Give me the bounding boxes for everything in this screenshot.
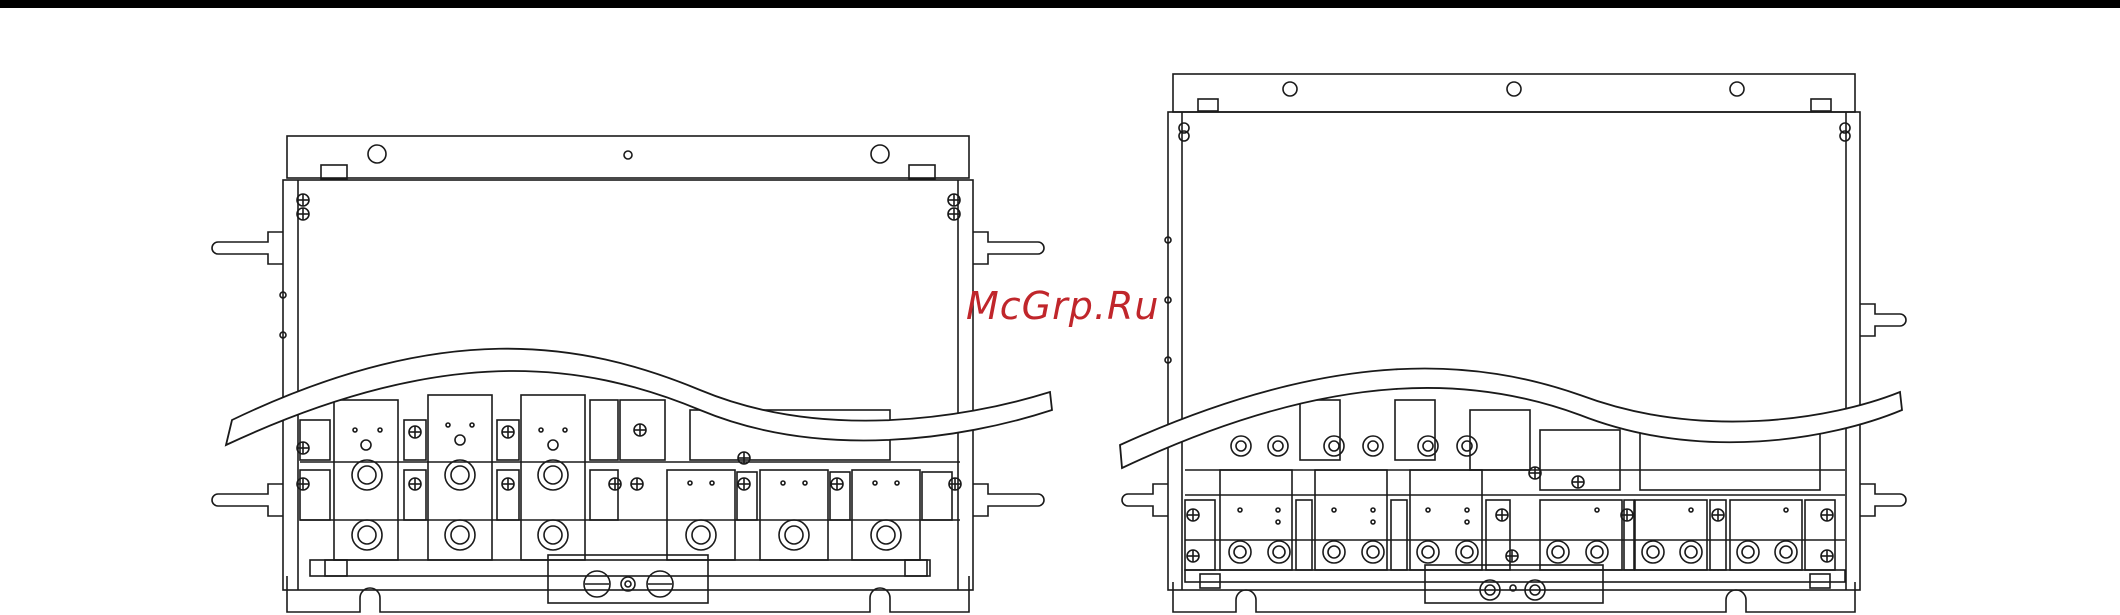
screw-symbol (738, 478, 750, 490)
terminal-bolt (445, 460, 475, 490)
terminal-bolt (1737, 541, 1759, 563)
terminal-bolt (1417, 541, 1439, 563)
terminal-bolt (1362, 541, 1384, 563)
screw-symbol (831, 478, 843, 490)
screw-symbol (1712, 509, 1724, 521)
terminal-bolt (1268, 541, 1290, 563)
terminal-bolt (1775, 541, 1797, 563)
left-bottom-knob (584, 571, 610, 597)
terminal-bolt (352, 460, 382, 490)
terminal-bolt (1268, 436, 1288, 456)
terminal-bolt (445, 520, 475, 550)
left-top-bolt (321, 165, 347, 179)
screw-symbol (631, 478, 643, 490)
terminal-bolt (1323, 541, 1345, 563)
right-handle-right-upper (1860, 304, 1906, 336)
screw-symbol (502, 478, 514, 490)
right-unit-view (1120, 74, 1906, 612)
right-mount-hole (1730, 82, 1744, 96)
screw-symbol (1506, 550, 1518, 562)
screw-symbol (1572, 476, 1584, 488)
screw-symbol (949, 478, 961, 490)
right-mount-hole (1507, 82, 1521, 96)
terminal-bolt (1547, 541, 1569, 563)
left-handle-right-lower (973, 484, 1044, 516)
screw-symbol (609, 478, 621, 490)
terminal-bolt (871, 520, 901, 550)
terminal-bolt (538, 460, 568, 490)
left-handle-left-lower (212, 484, 283, 516)
left-bottom-bracket (548, 555, 708, 603)
screw-symbol (738, 452, 750, 464)
screw-symbol (1821, 509, 1833, 521)
terminal-bolt (1457, 436, 1477, 456)
screw-symbol (297, 478, 309, 490)
right-mount-hole (1283, 82, 1297, 96)
terminal-bolt (1363, 436, 1383, 456)
right-keyhole (1840, 123, 1850, 141)
screw-symbol (409, 478, 421, 490)
screw-symbol (1621, 509, 1633, 521)
left-mount-hole (368, 145, 386, 163)
watermark-text: McGrp.Ru (966, 284, 1159, 328)
left-top-bolt (909, 165, 935, 179)
screw-symbol (1529, 467, 1541, 479)
screw-symbol (502, 426, 514, 438)
screw-symbol (1821, 550, 1833, 562)
left-bottom-knob (647, 571, 673, 597)
left-handle-left-upper (212, 232, 283, 264)
right-handle-right-lower (1860, 484, 1906, 516)
terminal-bolt (1231, 436, 1251, 456)
screw-symbol (1187, 550, 1199, 562)
terminal-bolt (538, 520, 568, 550)
left-mount-hole (624, 151, 632, 159)
screw-symbol (409, 426, 421, 438)
left-top-plate (287, 136, 969, 178)
screw-symbol (297, 442, 309, 454)
right-housing (1168, 112, 1860, 590)
right-top-plate (1173, 74, 1855, 112)
screw-symbol (1496, 509, 1508, 521)
right-break-band (1120, 368, 1902, 468)
screw-symbol (634, 424, 646, 436)
right-keyhole (1179, 123, 1189, 141)
screw-symbol (1187, 509, 1199, 521)
left-unit-view (212, 136, 1052, 612)
right-handle-left-lower (1122, 484, 1168, 516)
terminal-bolt (1586, 541, 1608, 563)
terminal-bolt (1456, 541, 1478, 563)
terminal-bolt (779, 520, 809, 550)
right-base-plate (1173, 582, 1855, 612)
left-mount-hole (871, 145, 889, 163)
terminal-bolt (1680, 541, 1702, 563)
terminal-bolt (1642, 541, 1664, 563)
terminal-bolt (686, 520, 716, 550)
terminal-bolt (352, 520, 382, 550)
terminal-bolt (1229, 541, 1251, 563)
terminal-bolt (1324, 436, 1344, 456)
left-handle-right-upper (973, 232, 1044, 264)
